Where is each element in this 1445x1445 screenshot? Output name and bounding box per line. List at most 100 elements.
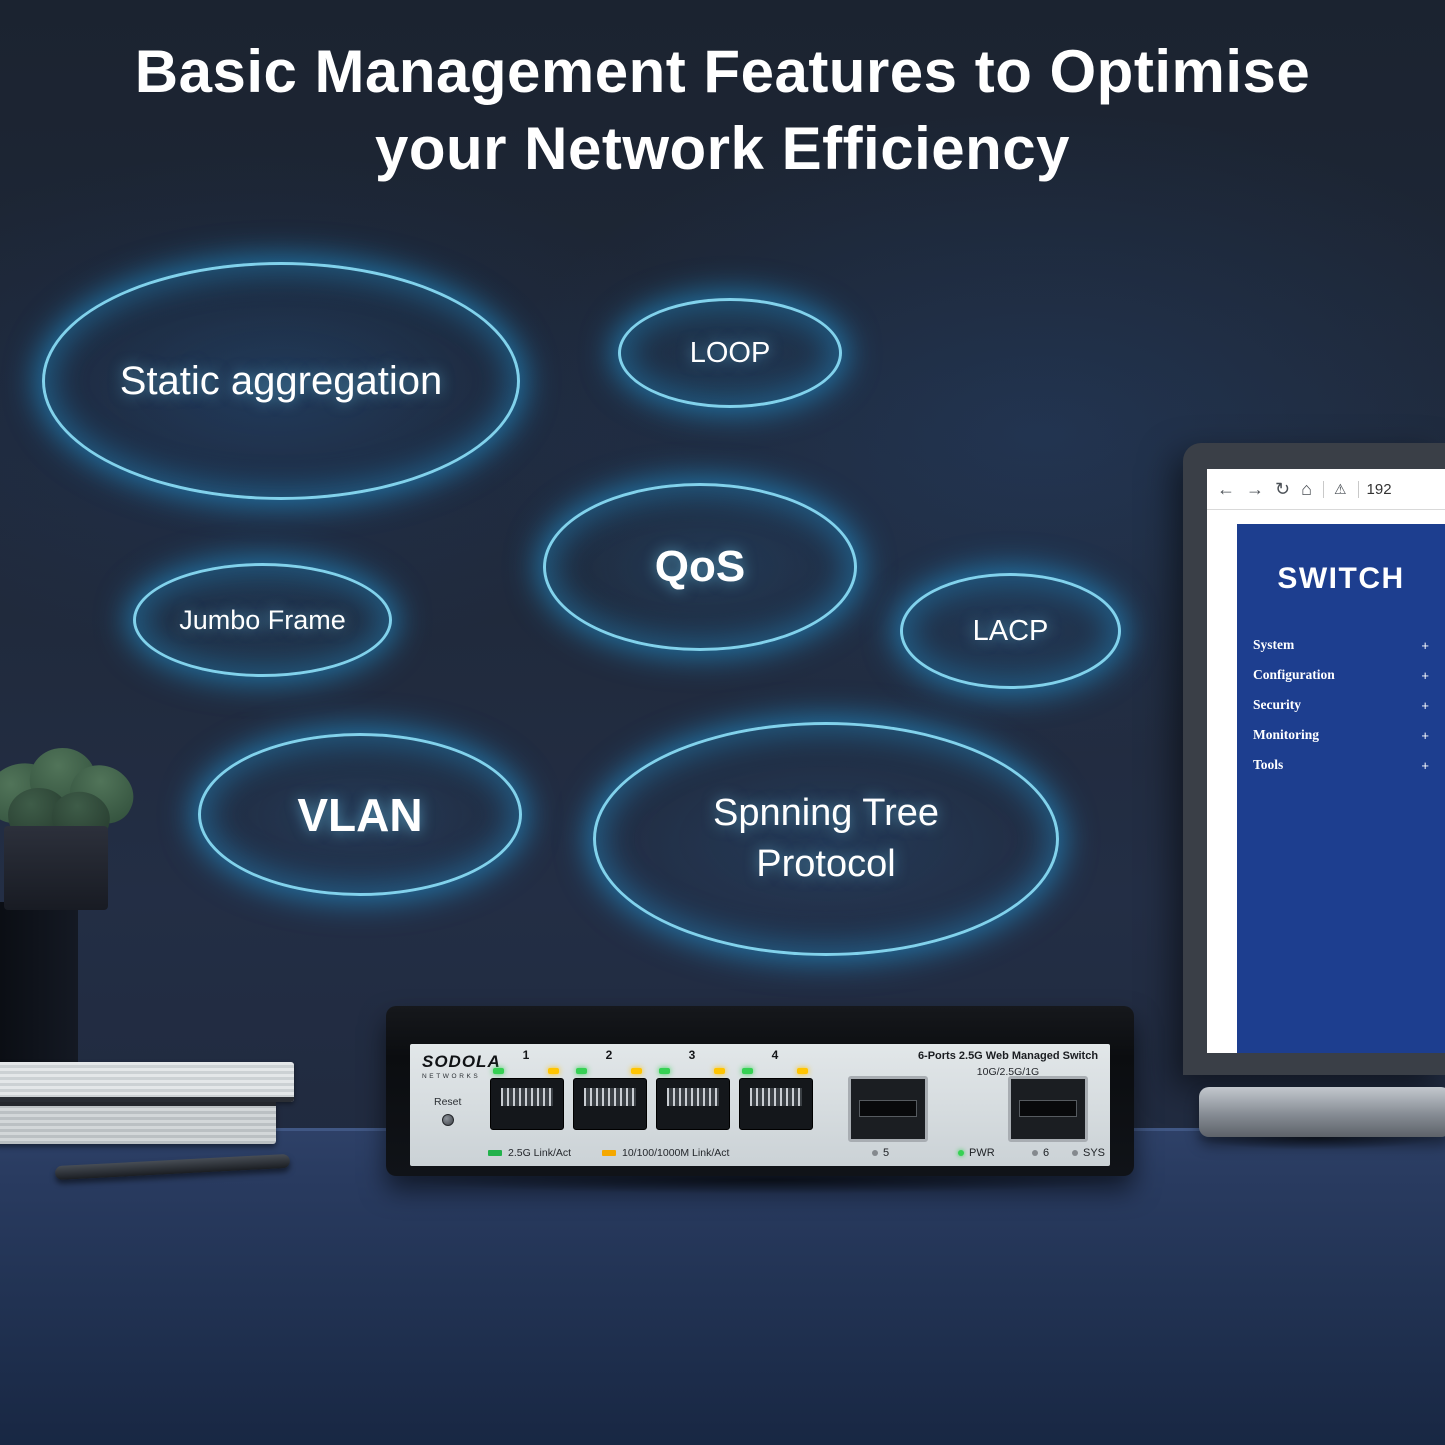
security-warning-icon: ⚠	[1322, 480, 1347, 498]
page-title: Basic Management Features to Optimise yo…	[0, 34, 1445, 188]
power-label: PWR	[969, 1147, 995, 1159]
sfp6-led	[1032, 1150, 1038, 1156]
feature-label-static-aggregation: Static aggregation	[119, 358, 443, 403]
feature-label-loop: LOOP	[689, 336, 771, 369]
rj45-port-2[interactable]: 2	[573, 1048, 647, 1144]
admin-nav-menu: System + Configuration + Security + Mo	[1237, 630, 1445, 780]
sfp-slot	[1019, 1100, 1077, 1117]
link-led-green	[659, 1068, 670, 1074]
system-label: SYS	[1083, 1147, 1106, 1159]
jack-pins	[750, 1088, 802, 1106]
legend-green: 2.5G Link/Act	[488, 1147, 571, 1159]
feature-bubble-spanning-tree: Spnning Tree Protocol	[593, 722, 1059, 956]
feature-bubble-loop: LOOP	[618, 298, 842, 408]
jack-pins	[584, 1088, 636, 1106]
brand-name: SODOLA	[422, 1052, 501, 1071]
switch-front-panel: SODOLA NETWORKS Reset 1 2 3	[410, 1044, 1110, 1166]
port-number: 1	[522, 1048, 530, 1062]
reload-icon[interactable]: ↻	[1275, 478, 1291, 499]
menu-item-tools[interactable]: Tools +	[1237, 750, 1445, 780]
sfp5-led	[872, 1150, 878, 1156]
menu-label: Configuration	[1253, 667, 1335, 682]
forward-icon[interactable]: →	[1246, 478, 1264, 499]
jack-pins	[667, 1088, 719, 1106]
expand-icon[interactable]: +	[1421, 667, 1429, 683]
reset-label: Reset	[434, 1096, 462, 1108]
power-led	[958, 1150, 964, 1156]
feature-label-vlan: VLAN	[297, 788, 423, 841]
link-led-yellow	[797, 1068, 808, 1074]
book-stack-top	[0, 1062, 294, 1102]
feature-bubble-qos: QoS	[543, 483, 857, 651]
sfp5-label: 5	[872, 1147, 889, 1159]
yellow-swatch	[602, 1150, 616, 1156]
menu-item-monitoring[interactable]: Monitoring +	[1237, 720, 1445, 750]
link-led-green	[493, 1068, 504, 1074]
model-text: 6-Ports 2.5G Web Managed Switch	[917, 1050, 1099, 1062]
rj45-port-1[interactable]: 1	[490, 1048, 564, 1144]
expand-icon[interactable]: +	[1421, 727, 1429, 743]
link-led-yellow	[631, 1068, 642, 1074]
green-swatch	[488, 1150, 502, 1156]
brand-logo: SODOLA NETWORKS	[422, 1052, 501, 1080]
feature-bubble-static-aggregation: Static aggregation	[42, 262, 520, 500]
link-led-yellow	[714, 1068, 725, 1074]
port-number: 4	[771, 1048, 779, 1062]
back-icon[interactable]: ←	[1217, 478, 1235, 499]
black-planter-box	[0, 902, 78, 1066]
rj45-jack	[739, 1078, 813, 1130]
feature-label-jumbo-frame: Jumbo Frame	[179, 604, 346, 635]
legend-green-label: 2.5G Link/Act	[508, 1147, 572, 1159]
expand-icon[interactable]: +	[1421, 637, 1429, 653]
home-icon[interactable]: ⌂	[1301, 478, 1312, 499]
browser-toolbar: ← → ↻ ⌂ ⚠ 192	[1207, 469, 1445, 510]
url-text[interactable]: 192	[1357, 480, 1392, 498]
legend-yellow: 10/100/1000M Link/Act	[602, 1147, 729, 1159]
link-led-yellow	[548, 1068, 559, 1074]
sfp5-number: 5	[883, 1147, 890, 1159]
port-number: 2	[605, 1048, 613, 1062]
title-line-1: Basic Management Features to Optimise	[134, 38, 1311, 105]
book-stack-bottom	[0, 1102, 276, 1144]
title-line-2: your Network Efficiency	[374, 114, 1071, 182]
rj45-port-4[interactable]: 4	[739, 1048, 813, 1144]
brand-subtitle: NETWORKS	[422, 1073, 481, 1080]
system-indicator: SYS	[1072, 1147, 1105, 1159]
feature-bubble-vlan: VLAN	[198, 733, 522, 896]
sfp-port-6[interactable]	[1008, 1076, 1088, 1142]
reset-button[interactable]	[442, 1114, 454, 1126]
sfp-port-5[interactable]	[848, 1076, 928, 1142]
expand-icon[interactable]: +	[1421, 697, 1429, 713]
menu-label: Tools	[1253, 757, 1284, 772]
menu-item-system[interactable]: System +	[1237, 630, 1445, 660]
laptop: ← → ↻ ⌂ ⚠ 192 SWITCH System + Confi	[1183, 443, 1445, 1155]
switch-admin-page: SWITCH System + Configuration + Security	[1237, 524, 1445, 1053]
menu-item-configuration[interactable]: Configuration +	[1237, 660, 1445, 690]
admin-page-title: SWITCH	[1277, 562, 1405, 595]
menu-label: Security	[1253, 697, 1301, 712]
jack-pins	[501, 1088, 553, 1106]
feature-label-lacp: LACP	[972, 614, 1049, 647]
sfp6-number: 6	[1043, 1147, 1050, 1159]
legend-yellow-label: 10/100/1000M Link/Act	[622, 1147, 730, 1159]
network-switch: SODOLA NETWORKS Reset 1 2 3	[386, 1006, 1134, 1176]
feature-label-spanning-tree: Spnning Tree Protocol	[712, 791, 940, 885]
rj45-port-3[interactable]: 3	[656, 1048, 730, 1144]
menu-item-security[interactable]: Security +	[1237, 690, 1445, 720]
feature-label-qos: QoS	[654, 542, 746, 591]
rj45-jack	[490, 1078, 564, 1130]
laptop-stand	[1199, 1087, 1445, 1137]
laptop-screen: ← → ↻ ⌂ ⚠ 192 SWITCH System + Confi	[1207, 469, 1445, 1053]
plant-pot	[4, 826, 108, 910]
rj45-jack	[656, 1078, 730, 1130]
uplink-speed-text: 10G/2.5G/1G	[976, 1066, 1040, 1078]
port-number: 3	[688, 1048, 696, 1062]
link-led-green	[742, 1068, 753, 1074]
menu-label: System	[1253, 637, 1295, 652]
browser-viewport: SWITCH System + Configuration + Security	[1207, 510, 1445, 1053]
link-led-green	[576, 1068, 587, 1074]
expand-icon[interactable]: +	[1421, 757, 1429, 773]
sfp-slot	[859, 1100, 917, 1117]
sfp6-label: 6	[1032, 1147, 1049, 1159]
